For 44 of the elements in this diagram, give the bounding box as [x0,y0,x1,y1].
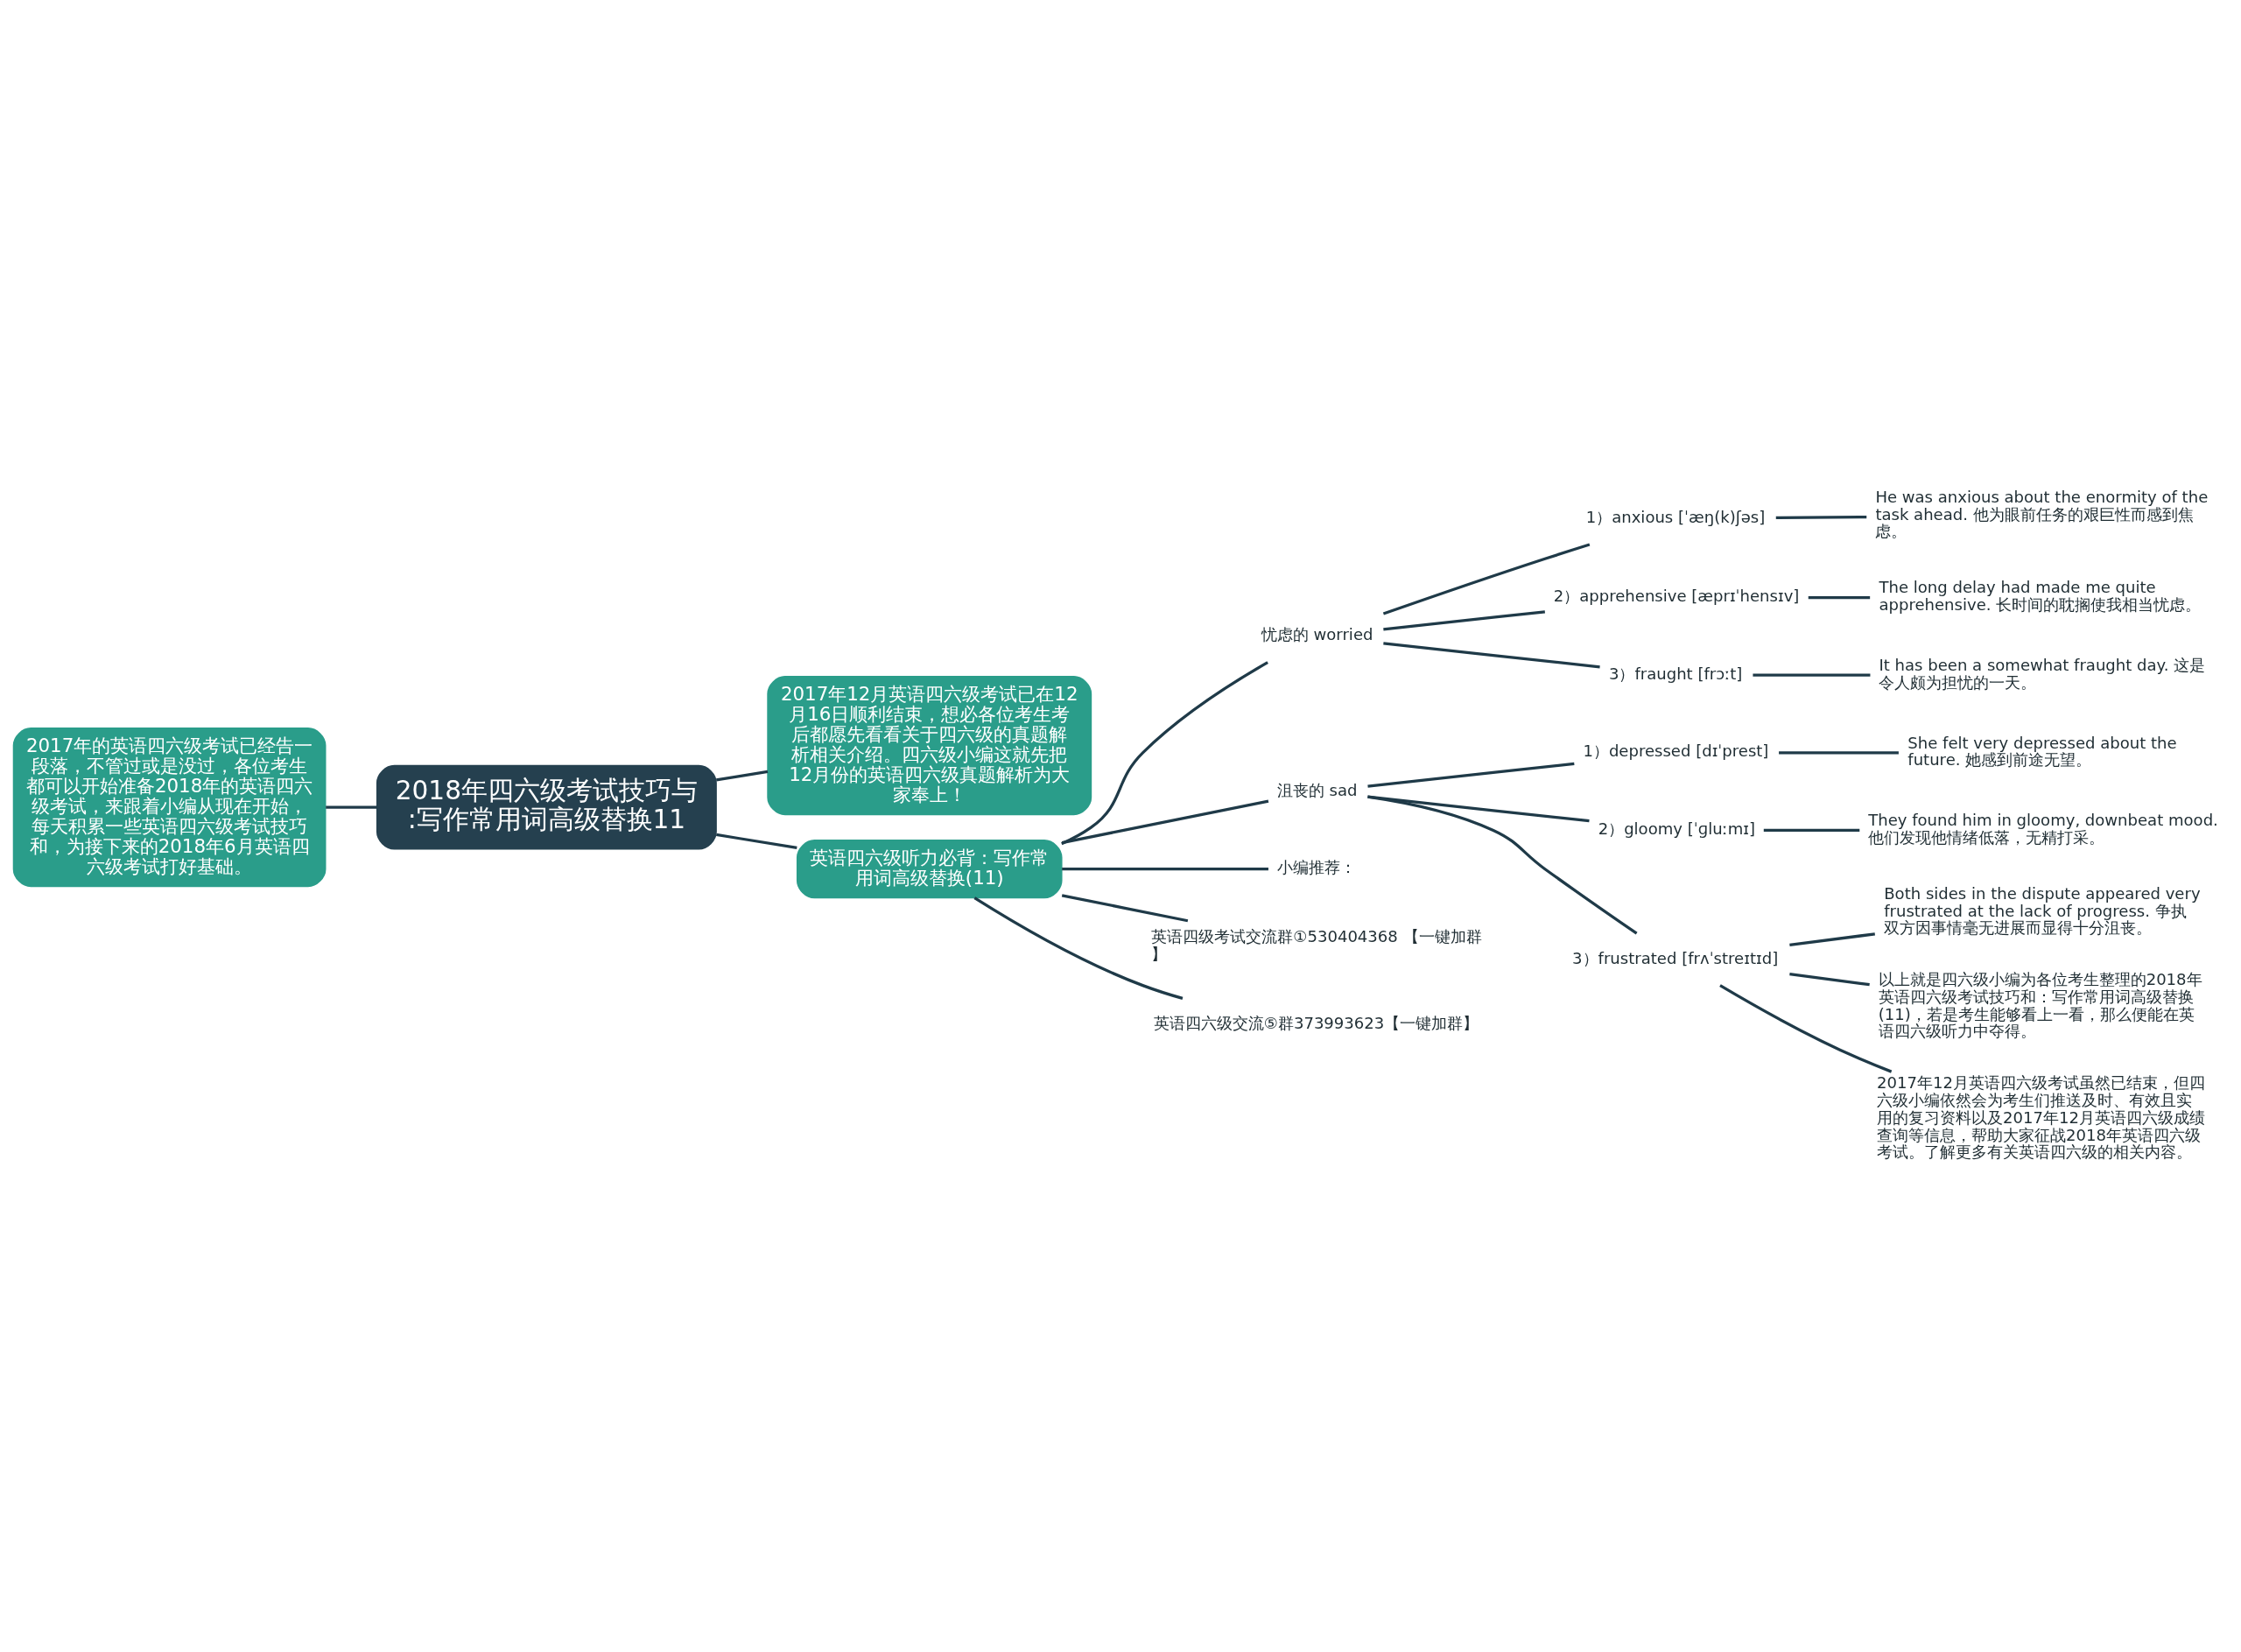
node-box: 2017年12月英语四六级考试已在12月16日顺利结束，想必各位考生考后都愿先看看关于四六级的真题解析相关介绍。四六级小编这就先把12月份的英语四六级真题解析为大家奉上！ [767,676,1092,816]
connector [1779,751,1899,755]
node-text: 以上就是四六级小编为各位考生整理的2018年英语四六级考试技巧和：写作常用词高级替换(11)，若是考生能够看上一看，那么便能在英语四六级听力中夺得。 [1878,970,2202,1041]
connector [1775,515,1867,520]
node-text: 2017年12月英语四六级考试虽然已结束，但四六级小编依然会为考生们推送及时、有效且实用的复习资料以及2017年12月英语四六级成绩查询等信息，帮助大家征战2018年英语四六级考试。了解更多有关英语四六级的相关内容。 [1877,1073,2205,1162]
node-text: 1）depressed [dɪˈprest] [1583,742,1769,761]
connector [1383,642,1600,669]
node-text: 忧虑的 worried [1261,625,1373,644]
node-text: 小编推荐： [1276,858,1356,877]
node-text: 英语四六级交流⑤群373993623【一键加群】 [1153,1013,1479,1032]
node-text: 2）gloomy [ˈɡluːmɪ] [1598,819,1756,839]
node-text: It has been a somewhat fraught day. 这是令人颇为担忧的一天。 [1879,655,2206,692]
node-box: 2018年四六级考试技巧与:写作常用词高级替换11 [376,764,717,850]
connector [1061,799,1269,845]
connector [1061,894,1189,923]
connector [716,770,769,782]
connector [973,896,1184,1000]
connector [326,805,377,809]
connector [1789,932,1875,947]
connector [1763,828,1860,833]
connector [1061,661,1268,846]
node-text: 2）apprehensive [æprɪˈhensɪv] [1553,587,1800,606]
connector [1062,868,1268,871]
node-text: Both sides in the dispute appeared very frustrated at the lack of progress. 争执双方因事情毫无进展而显得十分沮丧。 [1884,883,2201,938]
node-text: 1）anxious [ˈæŋ(k)ʃəs] [1585,507,1766,526]
node-text: 英语四级考试交流群①530404368 【一键加群】 [1151,927,1482,963]
node-text: She felt very depressed about the future. 她感到前途无望。 [1907,733,2177,770]
node-text: They found him in gloomy, downbeat mood. 他们发现他情绪低落，无精打采。 [1868,811,2218,847]
node-text: 3）frustrated [frʌˈstreɪtɪd] [1572,948,1779,967]
connector [1789,973,1870,987]
connector [1808,595,1871,600]
connector [1383,610,1546,631]
node-text: He was anxious about the enormity of the task ahead. 他为眼前任务的艰巨性而感到焦虑。 [1875,487,2209,541]
node-box: 2017年的英语四六级考试已经告一段落，不管过或是没过，各位考生都可以开始准备2018年的英语四六级考试，来跟着小编从现在开始，每天积累一些英语四六级考试技巧和，为接下来的2018年6月英语四六级考试打好基础。 [12,728,327,888]
node-text: 3）fraught [frɔːt] [1608,664,1743,683]
connector [1382,543,1591,615]
node-text: The long delay had made me quite apprehensive. 长时间的耽搁使我相当忧虑。 [1879,578,2202,615]
connector [716,833,797,849]
connector [1719,984,1893,1073]
connector [1753,673,1871,677]
connector [1367,795,1638,935]
node-box: 英语四六级听力必背：写作常用词高级替换(11) [796,840,1063,899]
node-text: 沮丧的 sad [1276,780,1358,799]
connector [1367,762,1575,788]
